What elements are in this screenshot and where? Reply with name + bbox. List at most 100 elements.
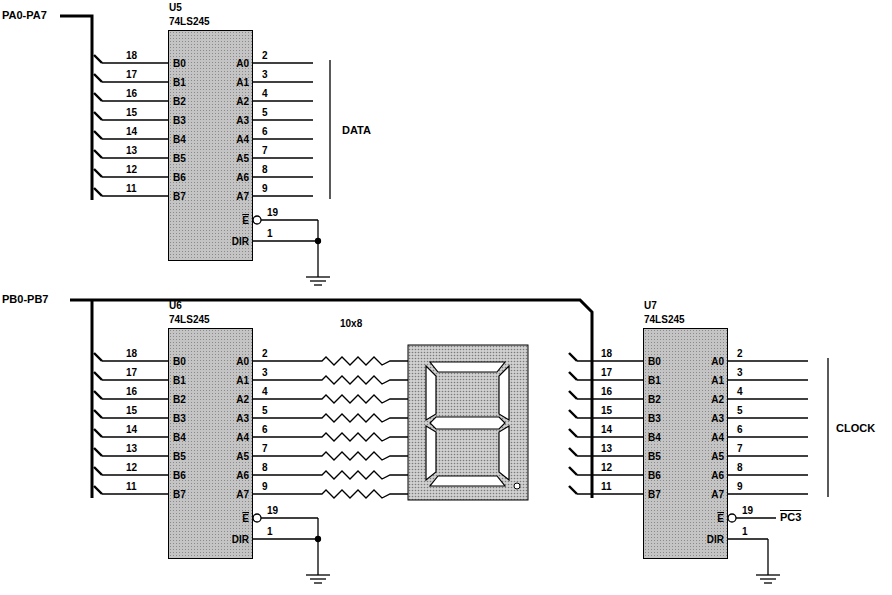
pin-number: 1 bbox=[267, 228, 273, 240]
seven-segment-display bbox=[408, 345, 528, 500]
part-ref: U7 bbox=[644, 300, 657, 311]
wire bbox=[728, 538, 768, 539]
wire bbox=[102, 360, 168, 361]
pin-number: 11 bbox=[601, 481, 612, 493]
pin-number: 12 bbox=[126, 462, 137, 474]
pin-number: 3 bbox=[262, 69, 268, 81]
wire bbox=[253, 455, 313, 456]
wire bbox=[253, 81, 313, 82]
wire bbox=[102, 138, 168, 139]
pin-name: B5 bbox=[173, 451, 186, 462]
pin-number: 1 bbox=[267, 526, 273, 538]
bus-name: PB0-PB7 bbox=[2, 293, 48, 305]
wire bbox=[569, 429, 577, 437]
wire bbox=[253, 176, 313, 177]
pin-number: 8 bbox=[262, 462, 268, 474]
part-ref: U5 bbox=[169, 2, 182, 13]
wire bbox=[102, 379, 168, 380]
pin-name: A6 bbox=[236, 470, 249, 481]
wire bbox=[94, 372, 102, 380]
wire bbox=[253, 100, 313, 101]
pin-name: A6 bbox=[236, 172, 249, 183]
wire bbox=[314, 582, 322, 583]
pin-number: 8 bbox=[737, 462, 743, 474]
wire bbox=[94, 112, 102, 120]
pin-name: A3 bbox=[236, 413, 249, 424]
wire bbox=[728, 379, 808, 380]
pin-name: B5 bbox=[648, 451, 661, 462]
wire bbox=[767, 539, 768, 561]
pin-number: 1 bbox=[742, 526, 748, 538]
wire bbox=[102, 398, 168, 399]
wire bbox=[60, 16, 92, 200]
pin-name: B2 bbox=[648, 394, 661, 405]
pin-name: B4 bbox=[648, 432, 661, 443]
pin-number: 8 bbox=[262, 164, 268, 176]
wire bbox=[577, 455, 643, 456]
pin-number: 17 bbox=[126, 367, 137, 379]
pin-name: B3 bbox=[173, 413, 186, 424]
wire bbox=[728, 360, 808, 361]
wire bbox=[827, 358, 828, 497]
pin-name: B1 bbox=[173, 77, 186, 88]
pin-name: B7 bbox=[173, 489, 186, 500]
wire bbox=[253, 157, 313, 158]
wire bbox=[577, 493, 643, 494]
part-number: 74LS245 bbox=[169, 314, 210, 325]
pin-name: A6 bbox=[711, 470, 724, 481]
inversion-bubble bbox=[253, 514, 261, 522]
pin-number: 7 bbox=[737, 443, 743, 455]
pin-number: 6 bbox=[737, 424, 743, 436]
pin-name: B4 bbox=[173, 134, 186, 145]
pin-name: A0 bbox=[236, 58, 249, 69]
wire bbox=[102, 62, 168, 63]
pin-number: 7 bbox=[262, 443, 268, 455]
pin-name: B7 bbox=[648, 489, 661, 500]
pin-number: 13 bbox=[126, 443, 137, 455]
signal-name: PC3 bbox=[780, 511, 801, 523]
pin-number: 6 bbox=[262, 424, 268, 436]
pin-name: A1 bbox=[236, 375, 249, 386]
wire bbox=[577, 360, 643, 361]
wire bbox=[764, 582, 772, 583]
wire bbox=[102, 493, 168, 494]
wire bbox=[577, 398, 643, 399]
wire bbox=[94, 74, 102, 82]
pin-number: 15 bbox=[126, 405, 137, 417]
wire bbox=[102, 119, 168, 120]
wire bbox=[569, 410, 577, 418]
pin-name: A2 bbox=[236, 96, 249, 107]
wire bbox=[253, 379, 313, 380]
pin-name: B7 bbox=[173, 191, 186, 202]
wire bbox=[728, 436, 808, 437]
wire bbox=[102, 176, 168, 177]
wire bbox=[94, 448, 102, 456]
pin-number: 13 bbox=[601, 443, 612, 455]
wire bbox=[313, 433, 408, 441]
pin-number: 11 bbox=[126, 481, 137, 493]
wire bbox=[569, 353, 577, 361]
ic-chip: U674LS245B0B1B2B3B4B5B6B7A0A1A2A3A4A5A6A… bbox=[168, 328, 253, 559]
pin-number: 16 bbox=[126, 386, 137, 398]
wire bbox=[313, 357, 408, 365]
wire bbox=[253, 360, 313, 361]
pin-name: E bbox=[242, 513, 249, 524]
wire bbox=[94, 353, 102, 361]
pin-number: 12 bbox=[601, 462, 612, 474]
wire bbox=[310, 280, 326, 281]
part-number: 74LS245 bbox=[644, 314, 685, 325]
wire bbox=[569, 372, 577, 380]
wire bbox=[569, 467, 577, 475]
wire bbox=[310, 578, 326, 579]
wire bbox=[94, 169, 102, 177]
pin-name: A5 bbox=[711, 451, 724, 462]
wire bbox=[94, 391, 102, 399]
wire bbox=[94, 188, 102, 196]
pin-name: A7 bbox=[236, 489, 249, 500]
junction-dot bbox=[316, 537, 321, 542]
junction-dot bbox=[316, 239, 321, 244]
part-number: 74LS245 bbox=[169, 16, 210, 27]
wire bbox=[261, 517, 318, 518]
wire bbox=[569, 486, 577, 494]
wire bbox=[329, 60, 330, 199]
